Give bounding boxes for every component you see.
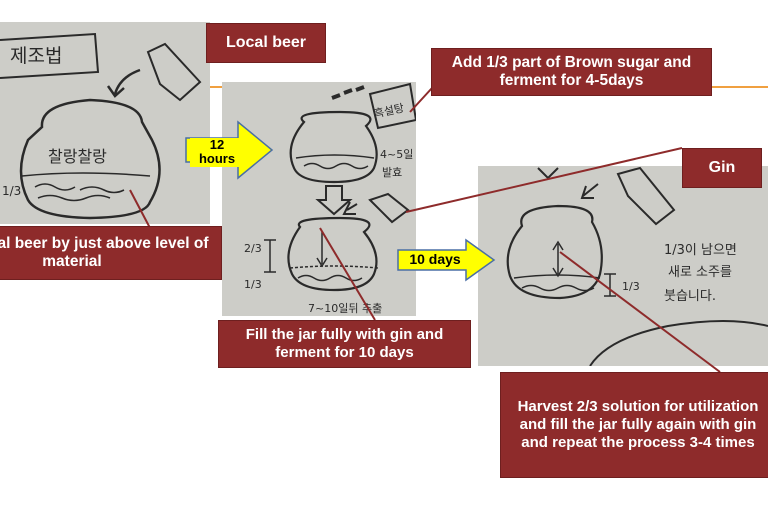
connector-gin	[406, 148, 682, 212]
connector-fill-jar	[320, 228, 375, 320]
callout-harvest-clip: Harvest 2/3 solution for utilization and…	[500, 372, 768, 478]
arrow-12-hours-label: 12 hours	[190, 138, 244, 167]
callout-add-sugar: Add 1/3 part of Brown sugar and ferment …	[431, 48, 712, 96]
callout-pour-beer: Pour local beer by just above level of m…	[0, 226, 222, 280]
callout-local-beer: Local beer	[206, 23, 326, 63]
callout-gin: Gin	[682, 148, 762, 188]
arrow-10-days-label: 10 days	[404, 252, 466, 267]
callout-fill-jar: Fill the jar fully with gin and ferment …	[218, 320, 471, 368]
connector-harvest	[560, 252, 720, 372]
callout-pour-beer-clip: Pour local beer by just above level of m…	[0, 226, 222, 280]
connector-add-sugar	[410, 88, 432, 112]
connector-pour-beer	[130, 190, 150, 228]
callout-harvest: Harvest 2/3 solution for utilization and…	[500, 372, 768, 478]
